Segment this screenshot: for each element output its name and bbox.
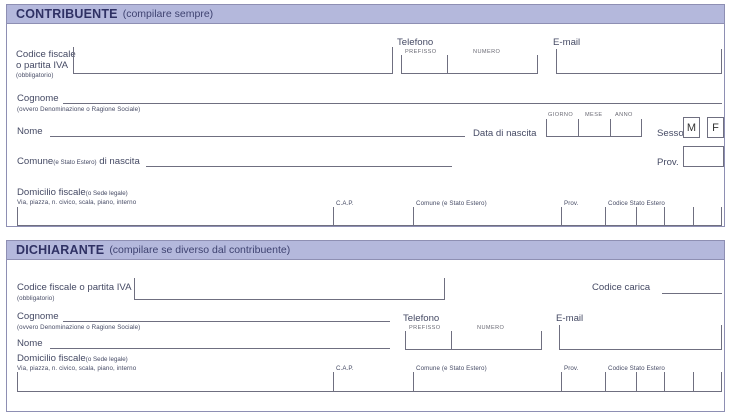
- input-dich-codice-fiscale[interactable]: [134, 278, 445, 300]
- label-email: E-mail: [553, 37, 581, 48]
- input-nome[interactable]: [50, 136, 465, 137]
- dich-domicilio-divider-cse-4: [693, 372, 694, 392]
- input-telefono[interactable]: [401, 55, 538, 74]
- dich-domicilio-divider-comune: [413, 372, 414, 392]
- label-data-nascita: Data di nascita: [473, 128, 537, 139]
- label-domicilio-fiscale: Domicilio fiscale(o Sede legale): [17, 187, 128, 198]
- dich-domicilio-divider-cap: [333, 372, 334, 392]
- label-dich-via: Via, piazza, n. civico, scala, piano, in…: [17, 365, 137, 372]
- label-comune-nascita-note: (e Stato Estero): [53, 159, 97, 166]
- domicilio-divider-prov: [561, 207, 562, 226]
- telefono-divider: [447, 55, 448, 74]
- label-prov-domicilio: Prov.: [564, 200, 579, 207]
- label-codice-fiscale-line2: o partita IVA: [16, 60, 69, 71]
- label-codice-fiscale-line1: Codice fiscale: [16, 49, 76, 60]
- label-comune-domicilio: Comune (e Stato Estero): [416, 200, 487, 207]
- domicilio-divider-cse-2: [636, 207, 637, 226]
- domicilio-divider-comune: [413, 207, 414, 226]
- data-nascita-divider-2: [610, 119, 611, 137]
- label-dich-domicilio-fiscale: Domicilio fiscale(o Sede legale): [17, 353, 128, 364]
- input-dich-nome[interactable]: [50, 348, 390, 349]
- section-contribuente: CONTRIBUENTE (compilare sempre) Codice f…: [6, 4, 725, 227]
- dichiarante-title: DICHIARANTE: [16, 243, 105, 257]
- label-dich-cognome-note: (ovvero Denominazione o Ragione Sociale): [17, 324, 141, 331]
- section-dichiarante: DICHIARANTE (compilare se diverso dal co…: [6, 240, 725, 412]
- label-codice-carica: Codice carica: [592, 282, 651, 293]
- input-dich-domicilio-row[interactable]: [17, 372, 722, 392]
- checkbox-sesso-f[interactable]: F: [707, 117, 724, 138]
- checkbox-sesso-m[interactable]: M: [683, 117, 700, 138]
- domicilio-divider-cse-4: [693, 207, 694, 226]
- input-dich-email[interactable]: [559, 325, 722, 350]
- label-dich-prefisso: PREFISSO: [409, 325, 441, 331]
- label-nome: Nome: [17, 126, 43, 137]
- label-sesso: Sesso: [657, 128, 684, 139]
- dich-domicilio-divider-cse-1: [605, 372, 606, 392]
- label-dich-comune-domicilio: Comune (e Stato Estero): [416, 365, 487, 372]
- label-codice-fiscale-note: (obbligatorio): [16, 72, 54, 79]
- label-cognome-note: (ovvero Denominazione o Ragione Sociale): [17, 106, 141, 113]
- domicilio-divider-cse-1: [605, 207, 606, 226]
- label-dich-codice-fiscale: Codice fiscale o partita IVA: [17, 282, 132, 293]
- label-dich-numero: NUMERO: [477, 325, 505, 331]
- label-prefisso: PREFISSO: [405, 49, 437, 55]
- label-via: Via, piazza, n. civico, scala, piano, in…: [17, 199, 137, 206]
- label-comune-nascita: Comune(e Stato Estero) di nascita: [17, 156, 140, 167]
- input-dich-telefono[interactable]: [405, 331, 542, 350]
- dich-telefono-divider: [451, 331, 452, 350]
- label-codice-stato-estero: Codice Stato Estero: [608, 200, 665, 207]
- label-dich-telefono: Telefono: [403, 313, 440, 324]
- dichiarante-subtitle: (compilare se diverso dal contribuente): [109, 244, 291, 256]
- label-dich-nome: Nome: [17, 338, 43, 349]
- sesso-f-letter: F: [712, 121, 719, 134]
- data-nascita-divider-1: [578, 119, 579, 137]
- contribuente-title: CONTRIBUENTE: [16, 7, 118, 21]
- input-comune-nascita[interactable]: [146, 166, 452, 167]
- label-mese: MESE: [585, 112, 603, 118]
- input-domicilio-row[interactable]: [17, 207, 722, 226]
- label-giorno: GIORNO: [548, 112, 574, 118]
- label-anno: ANNO: [615, 112, 633, 118]
- dich-domicilio-divider-cse-2: [636, 372, 637, 392]
- sesso-m-letter: M: [686, 121, 697, 134]
- label-prov-nascita: Prov.: [657, 157, 679, 168]
- label-dich-prov-domicilio: Prov.: [564, 365, 579, 372]
- dich-domicilio-divider-cse-3: [664, 372, 665, 392]
- label-domicilio-note: (o Sede legale): [85, 190, 128, 197]
- input-cognome[interactable]: [63, 103, 722, 104]
- dich-domicilio-divider-prov: [561, 372, 562, 392]
- label-dich-domicilio-note: (o Sede legale): [85, 356, 128, 363]
- input-codice-fiscale[interactable]: [73, 47, 393, 74]
- label-dich-email: E-mail: [556, 313, 584, 324]
- label-cap: C.A.P.: [336, 200, 354, 207]
- contribuente-header: CONTRIBUENTE (compilare sempre): [7, 5, 724, 24]
- label-telefono: Telefono: [397, 37, 434, 48]
- label-dich-cognome: Cognome: [17, 311, 59, 322]
- input-dich-cognome[interactable]: [63, 321, 390, 322]
- label-numero: NUMERO: [473, 49, 501, 55]
- input-email[interactable]: [556, 49, 722, 74]
- contribuente-subtitle: (compilare sempre): [122, 8, 214, 20]
- dichiarante-header: DICHIARANTE (compilare se diverso dal co…: [7, 241, 724, 260]
- label-dich-cap: C.A.P.: [336, 365, 354, 372]
- label-dich-codice-fiscale-note: (obbligatorio): [17, 295, 55, 302]
- domicilio-divider-cse-3: [664, 207, 665, 226]
- domicilio-divider-cap: [333, 207, 334, 226]
- input-prov-nascita[interactable]: [683, 146, 724, 167]
- input-data-nascita[interactable]: [546, 119, 642, 137]
- input-codice-carica[interactable]: [662, 293, 722, 294]
- label-dich-codice-stato-estero: Codice Stato Estero: [608, 365, 665, 372]
- label-cognome: Cognome: [17, 93, 59, 104]
